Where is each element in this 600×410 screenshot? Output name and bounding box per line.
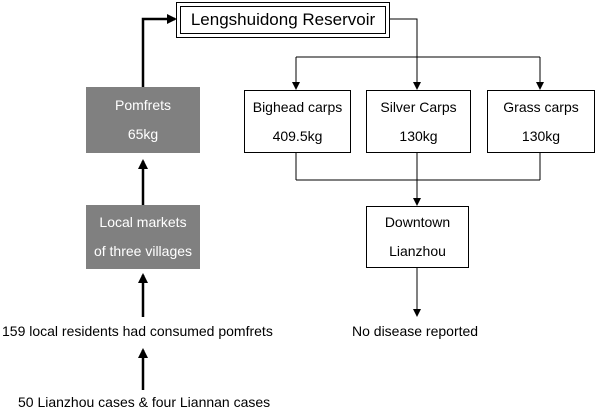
bighead-name: Bighead carps	[252, 98, 343, 115]
grass-weight: 130kg	[521, 127, 561, 144]
line-reservoir-branch	[390, 18, 418, 57]
reservoir-box: Lengshuidong Reservoir	[176, 2, 390, 38]
silver-weight: 130kg	[399, 127, 438, 144]
downtown-box: Downtown Lianzhou	[366, 206, 469, 268]
bighead-weight: 409.5kg	[272, 127, 323, 144]
markets-box: Local markets of three villages	[86, 205, 200, 269]
pomfrets-name: Pomfrets	[114, 97, 171, 114]
grass-carps-box: Grass carps 130kg	[487, 90, 595, 153]
residents-text: 159 local residents had consumed pomfret…	[2, 323, 273, 339]
pomfrets-weight: 65kg	[127, 126, 159, 142]
bighead-carps-box: Bighead carps 409.5kg	[244, 90, 351, 153]
arrow-pomfrets-to-reservoir	[141, 14, 177, 87]
silver-carps-box: Silver Carps 130kg	[366, 90, 471, 153]
pomfrets-box: Pomfrets 65kg	[86, 87, 200, 153]
reservoir-label: Lengshuidong Reservoir	[190, 9, 376, 29]
markets-line1: Local markets	[99, 214, 187, 231]
downtown-line1: Downtown	[384, 214, 451, 231]
grass-name: Grass carps	[503, 98, 579, 115]
markets-line2: of three villages	[93, 243, 193, 259]
silver-name: Silver Carps	[380, 98, 457, 115]
downtown-line2: Lianzhou	[389, 243, 446, 259]
cases-text: 50 Lianzhou cases & four Liannan cases	[18, 394, 271, 410]
outcome-text: No disease reported	[352, 323, 479, 339]
